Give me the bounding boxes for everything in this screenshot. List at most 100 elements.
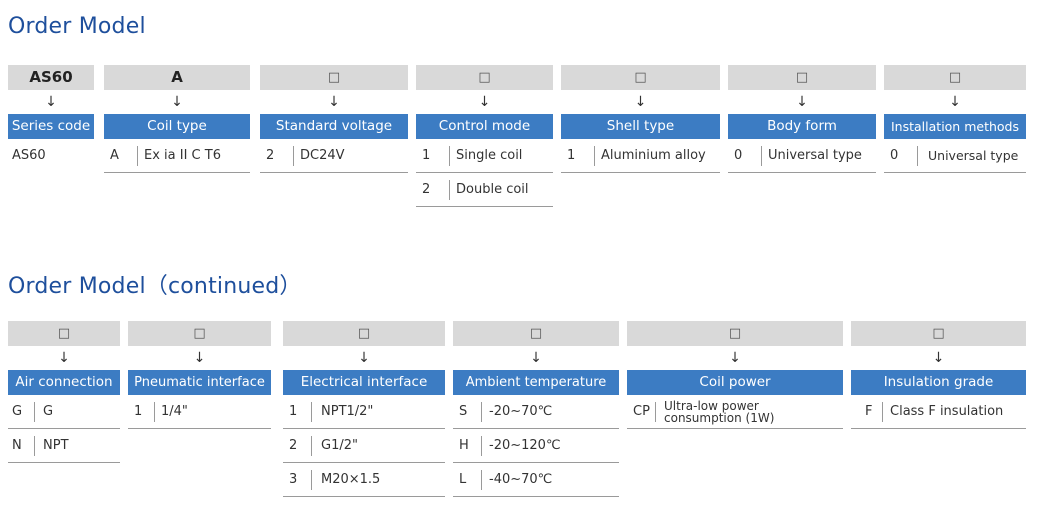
order-column-coil-power: □ ↓ Coil power CP Ultra-low power consum… bbox=[627, 321, 843, 429]
arrow-down-icon: ↓ bbox=[328, 94, 340, 110]
placeholder-box: □ bbox=[453, 321, 619, 346]
arrow-down-icon: ↓ bbox=[949, 94, 961, 110]
placeholder-box: □ bbox=[260, 65, 408, 90]
option-row: 1 Aluminium alloy bbox=[561, 139, 720, 173]
option-desc: Single coil bbox=[456, 148, 523, 163]
option-code: A bbox=[110, 148, 119, 163]
option-desc: Class F insulation bbox=[890, 404, 1004, 419]
column-header: Body form bbox=[728, 114, 876, 139]
placeholder-box: □ bbox=[283, 321, 445, 346]
divider bbox=[761, 146, 762, 166]
divider bbox=[594, 146, 595, 166]
placeholder-box: □ bbox=[851, 321, 1026, 346]
divider bbox=[655, 402, 656, 422]
option-row: 1 NPT1/2" bbox=[283, 395, 445, 429]
divider bbox=[154, 402, 155, 422]
divider bbox=[34, 436, 35, 456]
column-header: Air connection bbox=[8, 370, 120, 395]
divider bbox=[34, 402, 35, 422]
order-column-standard-voltage: □ ↓ Standard voltage 2 DC24V bbox=[260, 65, 408, 173]
order-column-body-form: □ ↓ Body form 0 Universal type bbox=[728, 65, 876, 173]
page-title: Order Model bbox=[8, 14, 146, 39]
option-code: F bbox=[865, 404, 873, 419]
option-desc: G1/2" bbox=[321, 438, 358, 453]
arrow-down-icon: ↓ bbox=[45, 94, 57, 110]
option-code: 3 bbox=[289, 472, 298, 487]
option-desc: Double coil bbox=[456, 182, 529, 197]
option-code: AS60 bbox=[12, 148, 46, 163]
column-header: Ambient temperature bbox=[453, 370, 619, 395]
order-column-insulation-grade: □ ↓ Insulation grade F Class F insulatio… bbox=[851, 321, 1026, 429]
option-code: 0 bbox=[734, 148, 743, 163]
arrow-down-icon: ↓ bbox=[58, 350, 70, 366]
divider bbox=[311, 470, 312, 490]
option-row: N NPT bbox=[8, 429, 120, 463]
option-desc: DC24V bbox=[300, 148, 345, 163]
arrow-down-icon: ↓ bbox=[729, 350, 741, 366]
option-code: 1 bbox=[422, 148, 431, 163]
placeholder-box: □ bbox=[416, 65, 553, 90]
placeholder-box: □ bbox=[128, 321, 271, 346]
option-code: 2 bbox=[289, 438, 298, 453]
option-row: A Ex ia II C T6 bbox=[104, 139, 250, 173]
option-code: 0 bbox=[890, 148, 899, 163]
order-column-electrical-interface: □ ↓ Electrical interface 1 NPT1/2" 2 G1/… bbox=[283, 321, 445, 497]
option-code: 1 bbox=[289, 404, 298, 419]
divider bbox=[449, 146, 450, 166]
model-code: AS60 bbox=[8, 65, 94, 90]
option-code: 1 bbox=[567, 148, 576, 163]
column-header: Shell type bbox=[561, 114, 720, 139]
option-row: L -40~70℃ bbox=[453, 463, 619, 497]
option-desc: M20×1.5 bbox=[321, 472, 381, 487]
option-code: H bbox=[459, 438, 469, 453]
column-header: Installation methods bbox=[884, 114, 1026, 139]
column-header: Insulation grade bbox=[851, 370, 1026, 395]
column-header: Coil power bbox=[627, 370, 843, 395]
divider bbox=[481, 470, 482, 490]
option-row: AS60 bbox=[8, 139, 94, 173]
arrow-down-icon: ↓ bbox=[634, 94, 647, 110]
option-code: CP bbox=[633, 404, 650, 419]
order-column-control-mode: □ ↓ Control mode 1 Single coil 2 Double … bbox=[416, 65, 553, 207]
option-desc: Universal type bbox=[768, 148, 862, 163]
placeholder-box: □ bbox=[8, 321, 120, 346]
option-desc: -40~70℃ bbox=[489, 472, 553, 487]
order-column-coil-type: A ↓ Coil type A Ex ia II C T6 bbox=[104, 65, 250, 173]
arrow-down-icon: ↓ bbox=[530, 350, 542, 366]
order-column-shell-type: □ ↓ Shell type 1 Aluminium alloy bbox=[561, 65, 720, 173]
option-row: G G bbox=[8, 395, 120, 429]
option-row: H -20~120℃ bbox=[453, 429, 619, 463]
option-code: 2 bbox=[266, 148, 275, 163]
placeholder-box: □ bbox=[728, 65, 876, 90]
column-header: Coil type bbox=[104, 114, 250, 139]
column-header: Series code bbox=[8, 114, 94, 139]
option-desc: -20~120℃ bbox=[489, 438, 561, 453]
option-code: 1 bbox=[134, 404, 143, 419]
option-desc: 1/4" bbox=[161, 404, 188, 419]
arrow-down-icon: ↓ bbox=[478, 94, 491, 110]
divider bbox=[449, 180, 450, 200]
option-row: 1 1/4" bbox=[128, 395, 271, 429]
divider bbox=[311, 402, 312, 422]
arrow-down-icon: ↓ bbox=[796, 94, 808, 110]
option-desc: Ultra-low power consumption (1W) bbox=[664, 399, 775, 425]
option-desc: NPT1/2" bbox=[321, 404, 374, 419]
divider bbox=[293, 146, 294, 166]
option-desc: G bbox=[43, 404, 54, 419]
divider bbox=[882, 402, 883, 422]
arrow-down-icon: ↓ bbox=[171, 94, 183, 110]
divider bbox=[481, 402, 482, 422]
option-code: G bbox=[12, 404, 23, 419]
placeholder-box: □ bbox=[627, 321, 843, 346]
column-header: Standard voltage bbox=[260, 114, 408, 139]
option-row: CP Ultra-low power consumption (1W) bbox=[627, 395, 843, 429]
option-row: 0 Universal type bbox=[884, 139, 1026, 173]
option-desc: Ex ia II C T6 bbox=[144, 148, 221, 163]
order-column-pneumatic-interface: □ ↓ Pneumatic interface 1 1/4" bbox=[128, 321, 271, 429]
order-column-ambient-temperature: □ ↓ Ambient temperature S -20~70℃ H -20~… bbox=[453, 321, 619, 497]
order-column-air-connection: □ ↓ Air connection G G N NPT bbox=[8, 321, 120, 463]
option-row: S -20~70℃ bbox=[453, 395, 619, 429]
column-header: Control mode bbox=[416, 114, 553, 139]
option-row: 0 Universal type bbox=[728, 139, 876, 173]
model-code: A bbox=[104, 65, 250, 90]
